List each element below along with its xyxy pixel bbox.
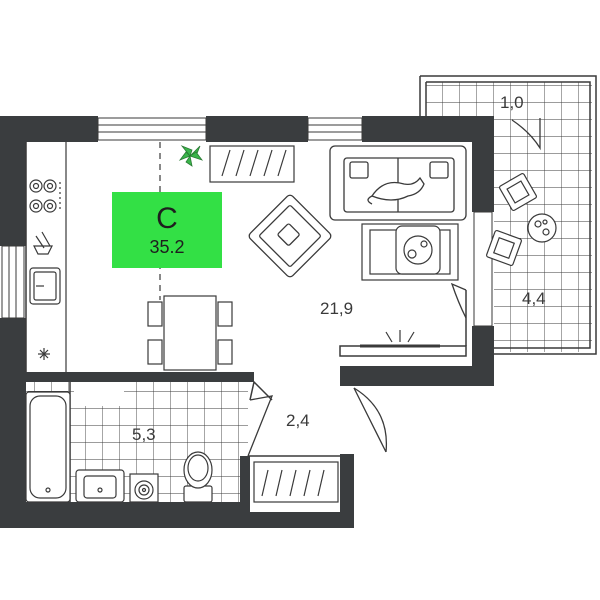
balcony-table bbox=[527, 213, 557, 243]
wall-mid-band bbox=[340, 366, 494, 386]
kitchen-counter-bg bbox=[27, 144, 67, 372]
wall-right-upper bbox=[472, 116, 494, 212]
window-2 bbox=[307, 117, 363, 141]
windows bbox=[1, 117, 493, 327]
total-area: 35.2 bbox=[149, 237, 185, 257]
window-1 bbox=[97, 117, 207, 141]
washing-machine bbox=[129, 473, 159, 503]
dining-table bbox=[147, 295, 233, 371]
toilet bbox=[183, 451, 213, 503]
apartment-type-letter: С bbox=[156, 202, 178, 235]
kitchen bbox=[29, 142, 67, 372]
bathroom-fixtures bbox=[25, 382, 213, 503]
balcony-outline bbox=[419, 75, 597, 355]
wall-left-lower bbox=[0, 318, 26, 528]
hallway-radiator bbox=[253, 461, 339, 503]
bathroom-door bbox=[247, 395, 274, 457]
balcony-furniture bbox=[486, 173, 557, 266]
tv-stand bbox=[360, 330, 440, 348]
wall-right-stub bbox=[340, 454, 354, 528]
apartment-type-badge: С 35.2 bbox=[112, 192, 222, 268]
window-balcony bbox=[473, 211, 493, 327]
wall-bottom-right bbox=[248, 512, 354, 528]
plant-icon bbox=[178, 145, 204, 167]
window-left bbox=[1, 245, 25, 319]
tiled-floors bbox=[26, 82, 592, 502]
bath-wall-right bbox=[240, 456, 250, 516]
wall-top-mid bbox=[206, 116, 308, 142]
walls bbox=[0, 116, 494, 528]
radiator bbox=[209, 145, 295, 183]
stove bbox=[29, 179, 61, 213]
balcony-top-door bbox=[511, 118, 541, 151]
wall-bottom bbox=[0, 502, 248, 528]
coffee-table bbox=[395, 225, 441, 275]
living-room-area: 21,9 bbox=[320, 299, 354, 318]
entrance-door bbox=[353, 387, 387, 453]
doors bbox=[247, 118, 541, 457]
rug bbox=[361, 223, 459, 281]
cat-icon bbox=[367, 176, 425, 205]
balcony-top-tiles bbox=[426, 82, 592, 122]
bath-wall-top bbox=[26, 372, 254, 382]
dishes-icon bbox=[33, 231, 53, 255]
sofa bbox=[329, 145, 467, 221]
fan-icon bbox=[38, 348, 50, 360]
bathroom-area: 5,3 bbox=[132, 425, 156, 444]
wall-left-upper bbox=[0, 116, 26, 246]
hallway-area: 2,4 bbox=[286, 411, 310, 430]
sink bbox=[29, 267, 61, 305]
balcony-door bbox=[450, 282, 467, 319]
armchair bbox=[248, 194, 332, 278]
balcony-top-area: 1,0 bbox=[500, 93, 524, 112]
balcony-side-area: 4,4 bbox=[522, 289, 546, 308]
